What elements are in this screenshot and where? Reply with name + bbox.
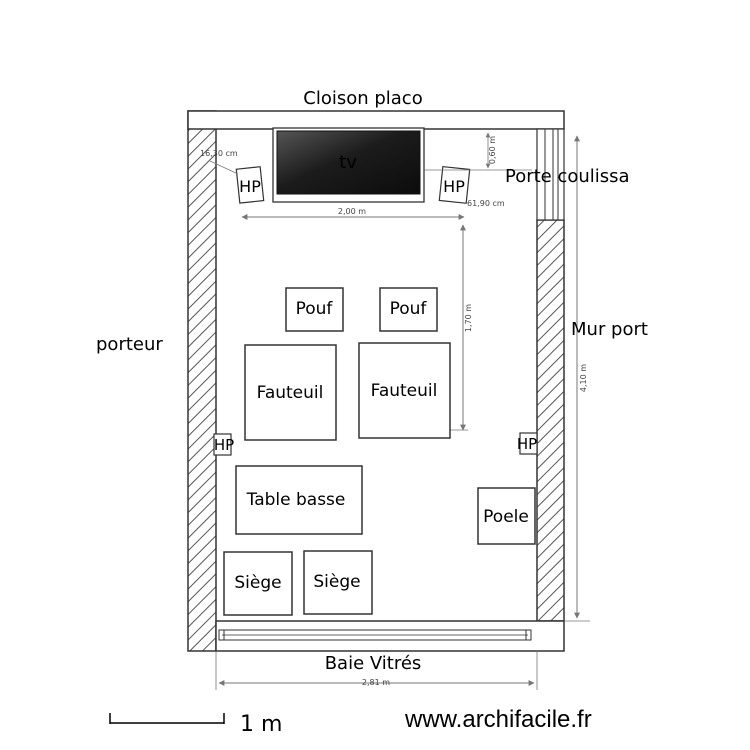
pouf-right[interactable]: Pouf [379,287,438,332]
tv-screen [276,130,421,195]
walls [187,110,565,652]
seat-right[interactable]: Siège [303,550,373,615]
scale-label: 1 m [240,712,282,737]
seat-right-label: Siège [313,572,360,592]
speaker-side-right[interactable]: HP [517,432,538,455]
sliding-door-frame[interactable] [536,128,565,221]
right-wall-label: Mur port [571,319,648,340]
pouf-left-label: Pouf [296,299,334,319]
speaker-side-left[interactable]: HP [213,433,234,456]
pouf-right-label: Pouf [390,299,428,319]
top-wall [187,110,565,130]
room-length-dimension: 4,10 m [579,364,588,392]
website-label: www.archifacile.fr [404,706,592,733]
glass-bay-window [215,620,565,652]
speaker-front-right-label: HP [443,177,465,196]
left-wall [187,110,217,652]
coffee-table[interactable]: Table basse [235,465,363,535]
right-wall [536,219,565,622]
speaker-offset-left-dimension: 16,30 cm [200,149,238,158]
bay-window-label: Baie Vitrés [325,653,422,674]
stove-label: Poele [483,507,529,527]
seat-left[interactable]: Siège [223,551,293,616]
speaker-front-left[interactable]: HP [235,166,265,204]
dimensions-tv: 2,00 m 16,30 cm 61,90 cm 0,60 m 1,70 m [200,132,532,431]
speaker-offset-right-dimension: 61,90 cm [467,199,505,208]
viewing-distance-dimension: 1,70 m [464,304,473,332]
seat-left-label: Siège [234,573,281,593]
stove[interactable]: Poele [477,487,536,545]
room-width-dimension-line: 2,81 m [215,651,538,690]
top-wall-label: Cloison placo [303,88,422,109]
armchair-left[interactable]: Fauteuil [244,344,337,441]
speaker-front-left-label: HP [239,177,261,196]
left-wall-label: porteur [96,334,163,355]
tv-width-dimension: 2,00 m [338,207,366,216]
scale-bar: 1 m [109,712,282,737]
tv-depth-dimension: 0,60 m [488,136,497,164]
coffee-table-label: Table basse [246,490,346,510]
speaker-side-left-label: HP [214,436,234,454]
sliding-door-label: Porte coulissa [505,166,630,187]
room-length-dimension-line: 4,10 m [564,135,590,622]
tv[interactable]: tv [272,127,425,203]
armchair-right[interactable]: Fauteuil [358,342,451,439]
armchair-left-label: Fauteuil [257,383,324,403]
speaker-front-right[interactable]: HP [438,165,471,204]
tv-label: tv [339,152,357,173]
pouf-left[interactable]: Pouf [285,287,344,332]
room-width-dimension: 2,81 m [362,678,390,687]
armchair-right-label: Fauteuil [371,381,438,401]
speaker-side-right-label: HP [517,435,537,453]
